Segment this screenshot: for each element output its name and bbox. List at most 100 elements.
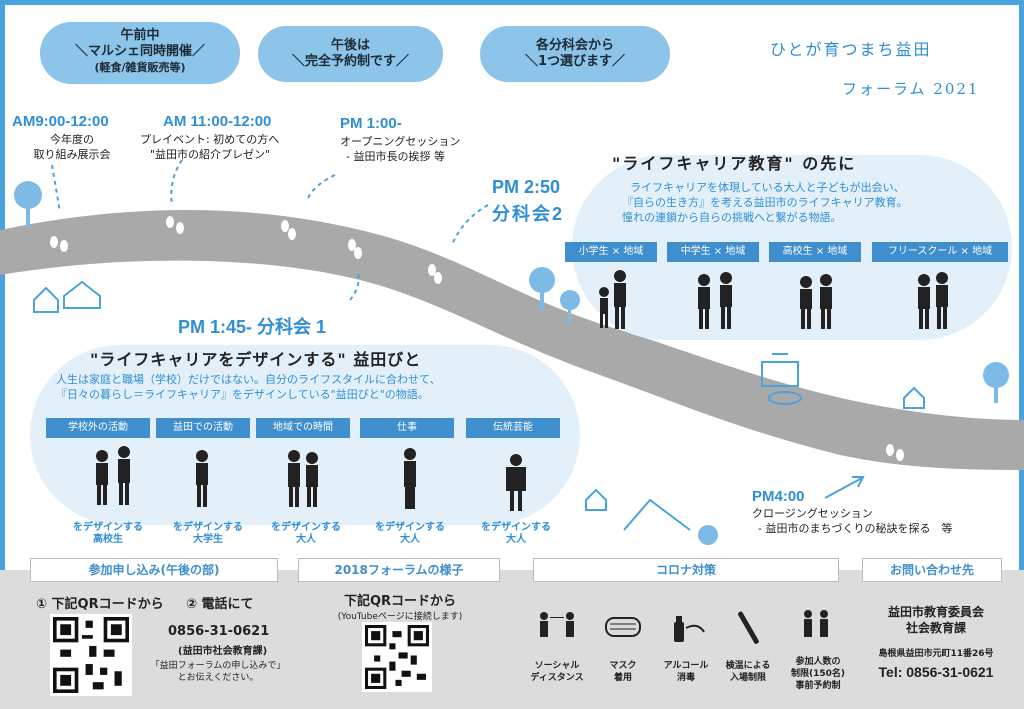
forum-title: ひとが育つまち益田 フォーラム 2021 [770,36,1010,99]
am11-desc-l2: "益田市の紹介プレゼン" [150,148,271,161]
corona-mask-a: マスク [609,661,637,671]
cloud-afternoon-line1: 午後は [330,38,370,53]
session1-title: "ライフキャリアをデザインする" 益田びと [90,350,422,369]
header-2018: 2018フォーラムの様子 [298,558,500,582]
contact-org-l2: 社会教育課 [905,621,966,635]
video-desc-l2: (YouTubeページに接続します) [337,612,463,622]
tag-masuda-activity: 益田での活動 [156,418,250,438]
arrow-pm4 [824,477,863,499]
contact-org: 益田市教育委員会 社会教育課 [866,604,1006,636]
thermometer-icon [738,611,759,644]
contact-tel[interactable]: Tel: 0856-31-0621 [878,664,994,680]
tag-traditional-arts: 伝統芸能 [466,418,560,438]
pm4-desc-l2: - 益田市のまちづくりの秘訣を探る 等 [758,522,953,535]
caption-university-b: 大学生 [193,534,223,545]
session2-desc: ライフキャリアを体現している大人と子どもが出会い、 『自らの生き方』を考える益田… [622,180,908,225]
person-work [404,448,416,509]
am9-desc-l1: 今年度の [50,133,94,146]
corona-mask-b: 着用 [613,673,632,683]
tag-elementary: 小学生 × 地域 [565,242,657,262]
apply-option1: ① 下記QRコードから [36,597,164,612]
tag-junior-high: 中学生 × 地域 [667,242,759,262]
pm1-desc-l2: - 益田市長の挨拶 等 [346,150,445,163]
caption-adult-2: をデザインする大人 [362,522,458,546]
tag-free-school: フリースクール × 地域 [872,242,1008,262]
session2-d2: 『自らの生き方』を考える益田市のライフキャリア教育。 [622,196,908,209]
corona-temperature: 検温による入場制限 [716,660,780,684]
person-group-high-school [800,274,832,329]
video-desc-l1: 下記QRコードから [343,594,457,609]
caption-university: をデザインする大学生 [160,522,256,546]
mask-icon [605,617,641,637]
contact-org-l1: 益田市教育委員会 [887,605,984,619]
session2-title: "ライフキャリア教育" の先に [612,154,857,173]
caption-adult-1: をデザインする大人 [258,522,354,546]
time-pm1: PM 1:00- [340,115,402,132]
person-group-local-time [288,450,318,507]
am11-desc: プレイベント: 初めての方へ "益田市の紹介プレゼン" [140,132,279,162]
tag-work: 仕事 [360,418,454,438]
pm1-desc: オープニングセッション - 益田市長の挨拶 等 [340,134,460,164]
apply-note-2: とお伝えください。 [177,673,259,683]
caption-adult-2-a: をデザインする [375,522,445,533]
corona-distance-a: ソーシャル [534,661,580,671]
corona-temperature-a: 検温による [725,661,771,671]
corona-distance-b: ディスタンス [530,673,584,683]
people-limit-icon [804,610,828,637]
pm4-desc: クロージングセッション - 益田市のまちづくりの秘訣を探る 等 [752,506,952,536]
person-group-junior-high [698,272,732,329]
apply-phone[interactable]: 0856-31-0621 [168,624,270,639]
tag-high-school: 高校生 × 地域 [769,242,861,262]
person-traditional-arts [506,454,526,511]
arrow-pm4-head [852,476,865,488]
dashed-arrows [14,159,1009,545]
tag-local-time: 地域での時間 [256,418,350,438]
cloud-choose: 各分科会から ＼1つ選びます／ [480,26,670,82]
corona-mask: マスク着用 [591,660,655,684]
cloud-morning: 午前中 ＼マルシェ同時開催／ (軽食/雑貨販売等) [40,22,240,84]
corona-limit-b: 制限(150名) [790,669,845,679]
corona-alcohol-a: アルコール [663,661,709,671]
caption-adult-3-a: をデザインする [481,522,551,533]
people-illustrations [96,270,948,511]
session1-d1: 人生は家庭と職場（学校）だけではない。自分のライフスタイルに合わせて、 [56,373,441,386]
video-qr-code[interactable] [362,622,432,692]
title-line2: フォーラム 2021 [842,80,980,98]
apply-qr-code[interactable] [50,614,132,696]
session1-d2: 『日々の暮らし＝ライフキャリア』をデザインしている"益田びと"の物語。 [56,388,429,401]
caption-high-school-b: 高校生 [93,534,123,545]
caption-adult-3-b: 大人 [506,534,526,545]
corona-icons [540,610,828,644]
time-am9: AM9:00-12:00 [12,113,109,130]
arrow-pm145 [349,271,360,301]
arrow-am11 [170,159,183,206]
session2-d3: 憧れの連鎖から自らの挑戦へと繋がる物語。 [622,211,842,224]
am9-desc-l2: 取り組み展示会 [33,148,111,161]
caption-adult-1-a: をデザインする [271,522,341,533]
arrow-pm250 [451,204,489,246]
cloud-choose-line1: 各分科会から [535,38,614,53]
header-apply: 参加申し込み(午後の部) [30,558,278,582]
title-line1: ひとが育つまち益田 [770,40,932,59]
caption-high-school: をデザインする高校生 [60,522,156,546]
apply-note: 「益田フォーラムの申し込みで」 とお伝えください。 [148,660,288,684]
video-desc: 下記QRコードから (YouTubeページに接続します) [330,590,470,622]
corona-limit-c: 事前予約制 [795,681,841,691]
cloud-afternoon-line2: ＼完全予約制です／ [291,54,409,69]
bottom-panel [0,570,1024,709]
am11-desc-l1: プレイベント: 初めての方へ [140,133,280,146]
apply-note-1: 「益田フォーラムの申し込みで」 [150,661,286,671]
person-group-elementary [599,270,626,329]
session2-d1: ライフキャリアを体現している大人と子どもが出会い、 [630,181,905,194]
caption-university-a: をデザインする [173,522,243,533]
caption-adult-1-b: 大人 [296,534,316,545]
time-pm250: PM 2:50 [492,177,561,197]
road-path [0,210,1024,470]
caption-high-school-a: をデザインする [73,522,143,533]
apply-org: (益田市社会教育課) [178,646,268,657]
cloud-morning-line2: ＼マルシェ同時開催／ [74,44,205,59]
corona-limit: 参加人数の制限(150名)事前予約制 [786,656,850,692]
person-masuda-activity [196,450,208,507]
header-corona: コロナ対策 [533,558,839,582]
